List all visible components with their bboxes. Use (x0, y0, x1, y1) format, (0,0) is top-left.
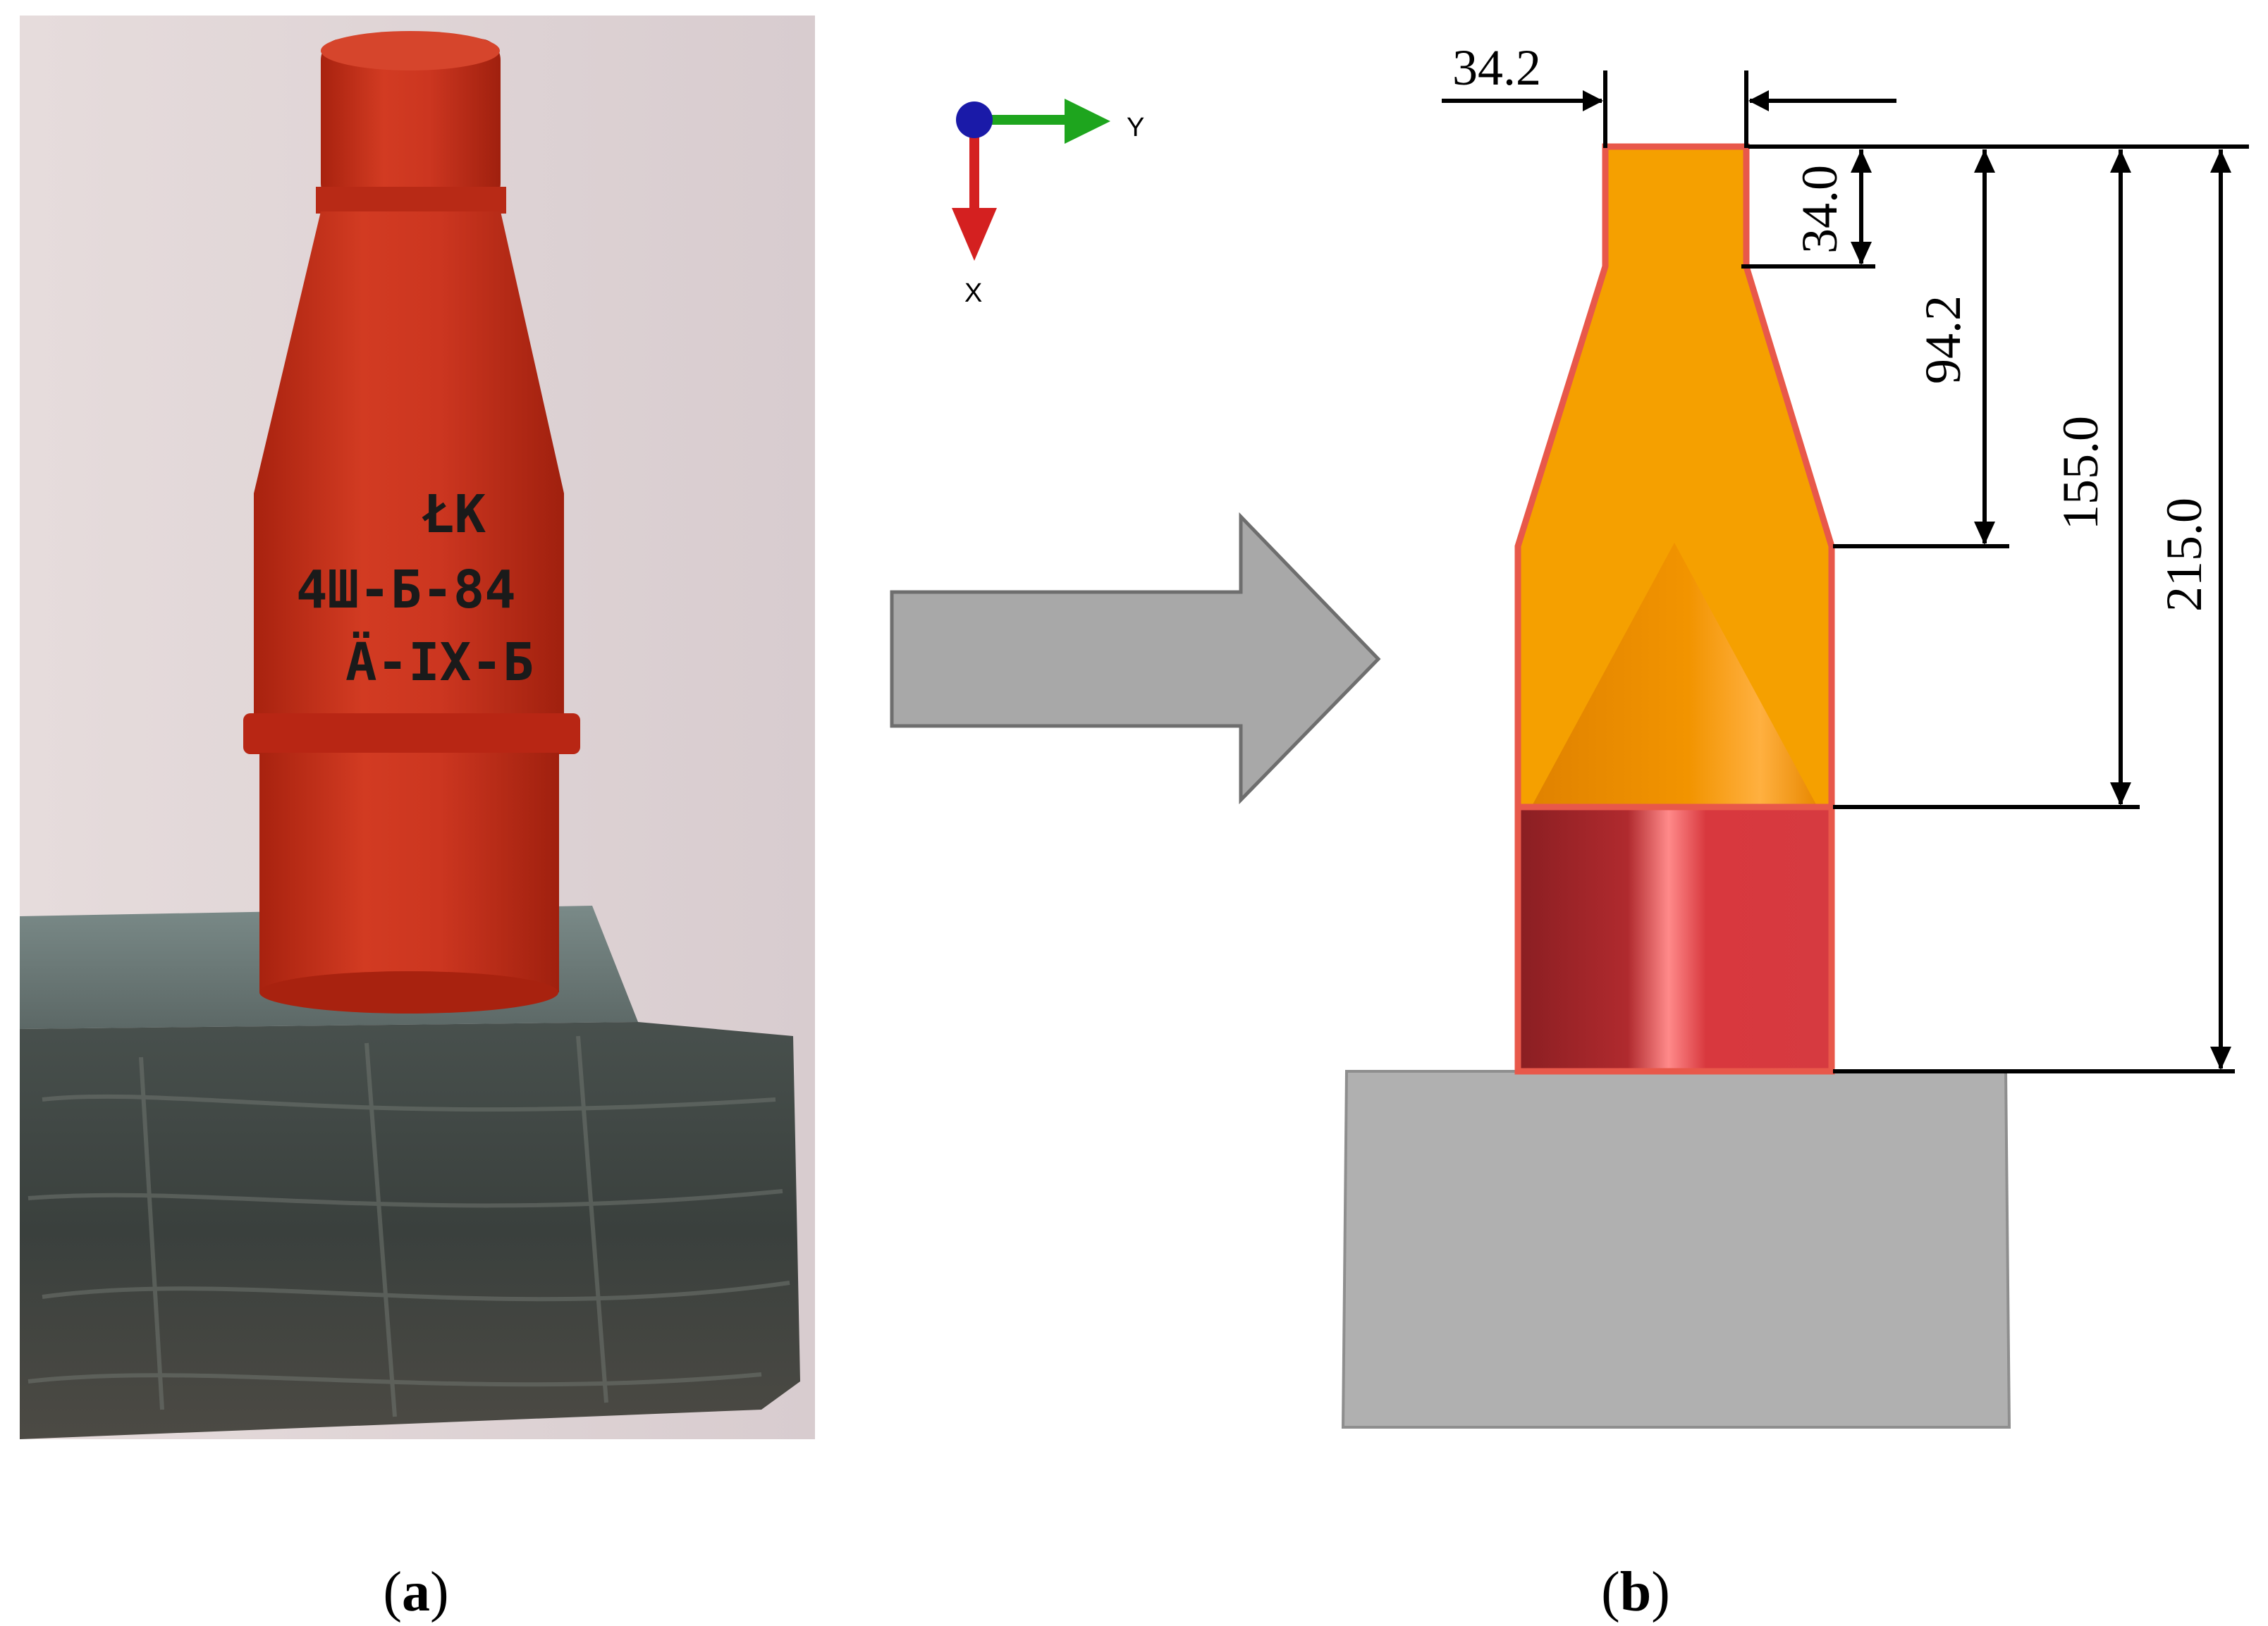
dim-cone-base (1833, 149, 2009, 548)
photo-charge-body (254, 493, 564, 715)
dim-top-width-arrow-left (1583, 90, 1603, 111)
photo-charge-base (259, 753, 559, 992)
panel-label-a: (a) (383, 1561, 448, 1623)
photo-charge: ŁK 4Ш-Б-84 Ä-IX-Б (243, 31, 580, 1014)
photo-charge-cone (254, 211, 564, 493)
stencil-line-2: 4Ш-Б-84 (296, 560, 516, 620)
photo-right-margin (815, 0, 893, 1452)
photo-cap-top (321, 31, 500, 70)
liner-cone (1531, 543, 1818, 807)
x-axis-label: X (964, 278, 982, 308)
y-axis-arrowhead (1065, 99, 1110, 144)
dim-liner-base-label: 155.0 (2052, 416, 2109, 530)
photo-charge-base-bottom (259, 971, 558, 1014)
dim-cone-base-label: 94.2 (1915, 295, 1971, 384)
stencil-line-1: ŁK (422, 484, 486, 545)
target-plate (1341, 1070, 2011, 1429)
dim-cone-base-arrow-top (1974, 149, 1995, 173)
dim-liner-base (1833, 149, 2140, 809)
stencil-line-3: Ä-IX-Б (345, 630, 534, 693)
photo-charge-collar (316, 187, 506, 214)
photo-charge-cap (321, 39, 501, 204)
steel-texture (27, 1035, 790, 1417)
dim-total-height (1833, 149, 2235, 1073)
dim-top-width-arrow-right (1748, 90, 1769, 111)
dim-top-width (1442, 70, 1896, 148)
photo-charge-band (243, 713, 580, 754)
dim-neck-label: 34.0 (1791, 165, 1848, 254)
y-axis-label: Y (1127, 113, 1144, 142)
dim-neck-height (1741, 149, 1875, 269)
dim-liner-base-arrow-bottom (2110, 782, 2131, 806)
dim-total-label: 215.0 (2156, 498, 2212, 612)
z-axis-dot (956, 101, 993, 138)
dim-total-arrow-bottom (2210, 1047, 2231, 1070)
steel-block-side (20, 1022, 800, 1439)
dim-neck-arrow-bottom (1851, 242, 1872, 265)
dim-neck-arrow-top (1851, 149, 1872, 173)
dim-total-arrow-top (2210, 149, 2231, 173)
x-axis-arrowhead (952, 208, 997, 261)
coordinate-axes: Y X (952, 99, 1144, 308)
panel-label-b: (b) (1601, 1561, 1670, 1623)
photo-panel: ŁK 4Ш-Б-84 Ä-IX-Б (20, 0, 893, 1452)
model-panel: 34.2 34.0 94.2 155.0 (1341, 39, 2249, 1429)
dim-liner-base-arrow-top (2110, 149, 2131, 173)
casing-cylinder (1514, 803, 1835, 1075)
dim-top-width-label: 34.2 (1452, 39, 1541, 96)
transition-arrow (890, 512, 1381, 805)
dim-cone-base-arrow-bottom (1974, 522, 1995, 545)
